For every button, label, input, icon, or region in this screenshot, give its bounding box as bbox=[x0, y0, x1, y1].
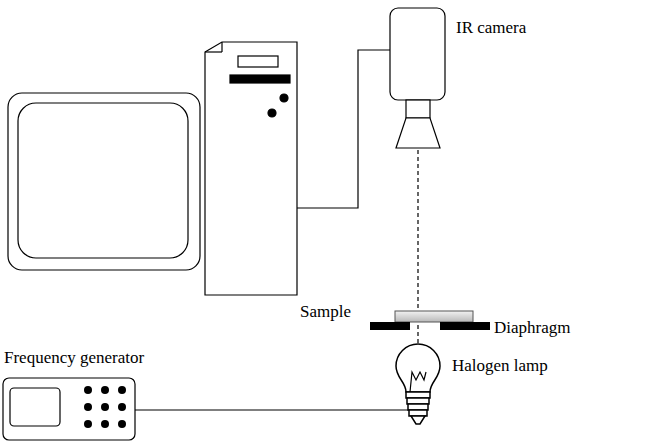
halogen-lamp bbox=[396, 344, 440, 424]
generator-label: Frequency generator bbox=[4, 348, 144, 368]
camera-label: IR camera bbox=[456, 18, 526, 38]
knob bbox=[101, 403, 109, 411]
generator-knobs bbox=[84, 386, 126, 428]
lamp-wire bbox=[135, 409, 409, 410]
monitor bbox=[8, 93, 200, 270]
diaphragm-right bbox=[440, 322, 490, 330]
knob bbox=[118, 403, 126, 411]
knob bbox=[84, 386, 92, 394]
knob bbox=[84, 403, 92, 411]
sample-label: Sample bbox=[300, 302, 351, 322]
ir-camera bbox=[390, 8, 445, 148]
knob bbox=[118, 420, 126, 428]
knob bbox=[118, 386, 126, 394]
knob bbox=[101, 386, 109, 394]
computer-tower bbox=[205, 42, 297, 295]
knob bbox=[101, 420, 109, 428]
diaphragm-label: Diaphragm bbox=[494, 318, 570, 338]
diaphragm-left bbox=[370, 322, 410, 330]
lamp-label: Halogen lamp bbox=[452, 356, 548, 376]
frequency-generator bbox=[3, 378, 135, 440]
sample-plate bbox=[395, 311, 473, 322]
data-cable bbox=[297, 50, 390, 208]
knob bbox=[84, 420, 92, 428]
